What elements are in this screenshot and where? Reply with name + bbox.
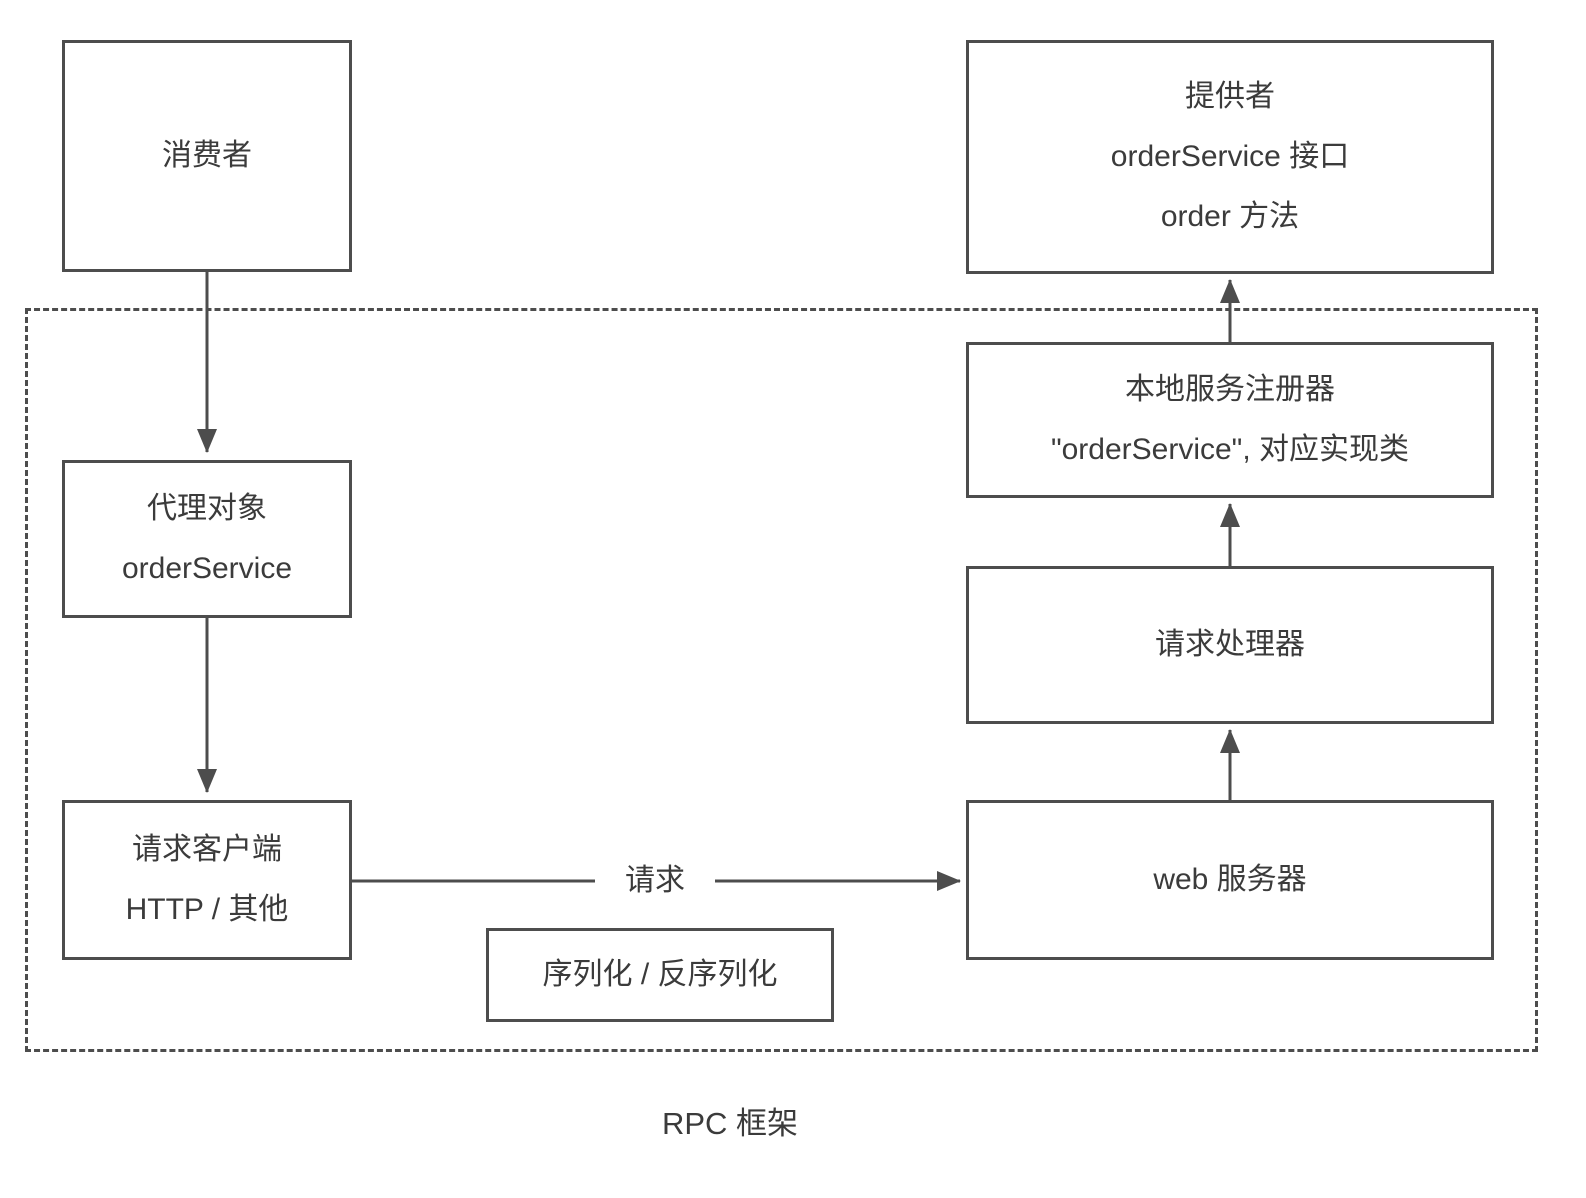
- edge-label-request: 请求: [595, 852, 715, 902]
- node-local-registry-line-1: 本地服务注册器: [1125, 373, 1335, 406]
- node-provider-line-2: orderService 接口: [1110, 140, 1350, 173]
- node-proxy-object: 代理对象 orderService: [62, 460, 352, 618]
- node-provider: 提供者 orderService 接口 order 方法: [966, 40, 1494, 274]
- node-local-registry-line-2: "orderService", 对应实现类: [1050, 433, 1410, 466]
- node-serialization: 序列化 / 反序列化: [486, 928, 834, 1022]
- node-request-handler-label: 请求处理器: [1155, 628, 1305, 661]
- diagram-title: RPC 框架: [661, 1106, 799, 1141]
- node-web-server-label: web 服务器: [1153, 863, 1307, 896]
- node-provider-line-1: 提供者: [1185, 80, 1275, 113]
- node-proxy-line-2: orderService: [121, 552, 293, 585]
- node-web-server: web 服务器: [966, 800, 1494, 960]
- node-request-client-line-2: HTTP / 其他: [125, 893, 289, 926]
- node-request-client: 请求客户端 HTTP / 其他: [62, 800, 352, 960]
- node-consumer-label: 消费者: [162, 139, 252, 172]
- rpc-framework-boundary: [25, 308, 1538, 1052]
- node-request-handler: 请求处理器: [966, 566, 1494, 724]
- node-serialization-label: 序列化 / 反序列化: [542, 958, 778, 991]
- node-proxy-line-1: 代理对象: [147, 492, 267, 525]
- node-local-service-registry: 本地服务注册器 "orderService", 对应实现类: [966, 342, 1494, 498]
- node-request-client-line-1: 请求客户端: [132, 833, 282, 866]
- node-provider-line-3: order 方法: [1160, 200, 1300, 233]
- node-consumer: 消费者: [62, 40, 352, 272]
